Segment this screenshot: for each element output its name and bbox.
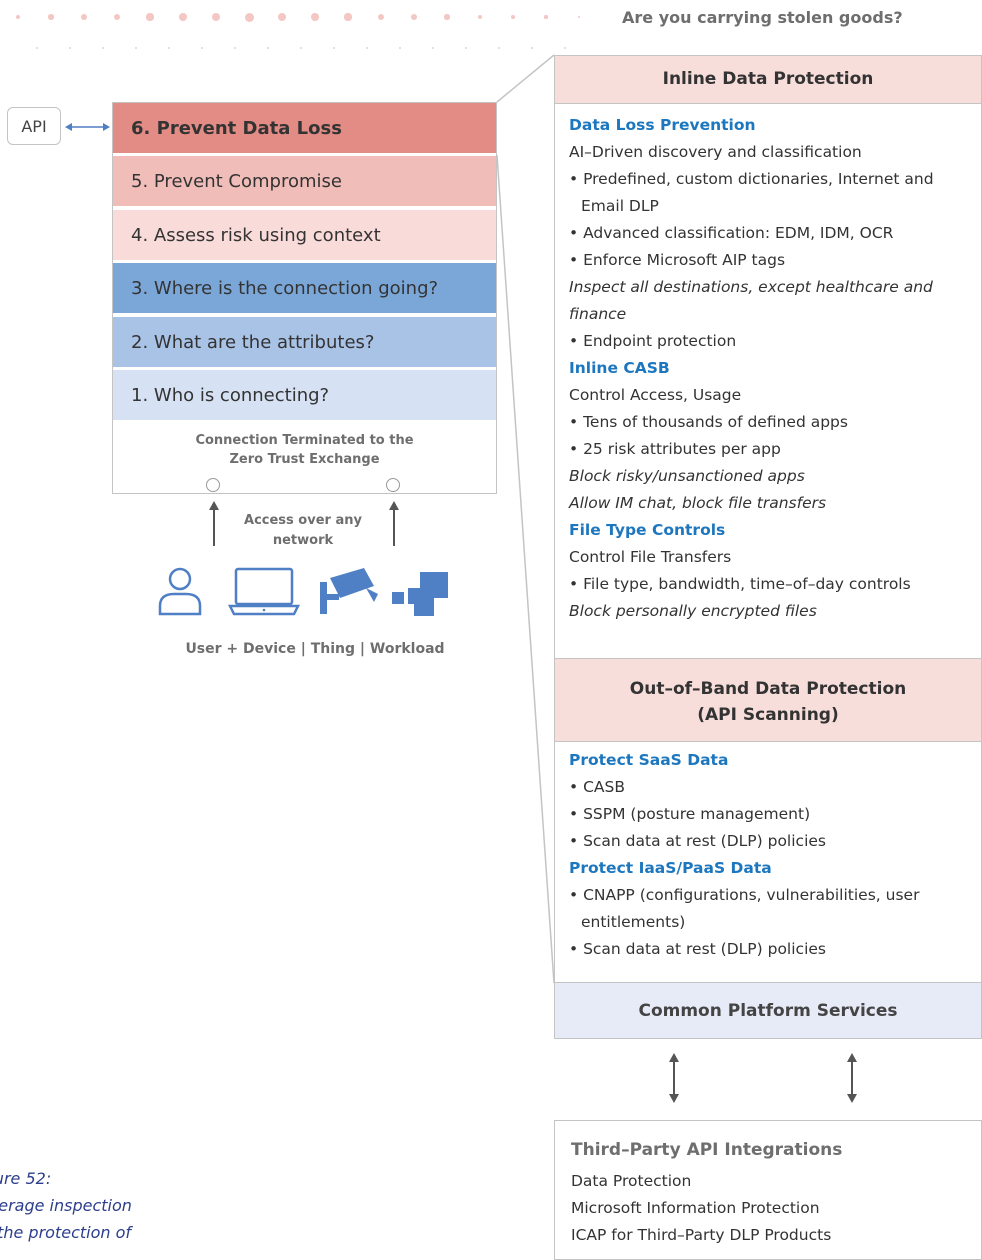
dlp-line: • Enforce Microsoft AIP tags (569, 251, 786, 269)
decorative-dot (234, 47, 236, 49)
third-party-item: Data Protection (571, 1172, 692, 1190)
decorative-dot (36, 47, 38, 49)
decorative-dot (344, 13, 352, 21)
workload-icon (392, 572, 448, 616)
decorative-dot (113, 13, 121, 21)
casb-line: Allow IM chat, block file transfers (569, 494, 827, 512)
layer-attributes: 2. What are the attributes? (113, 317, 496, 367)
casb-line: • 25 risk attributes per app (569, 440, 781, 458)
casb-line: Block risky/unsanctioned apps (569, 467, 805, 485)
decorative-dot (377, 13, 385, 21)
third-party-item: Microsoft Information Protection (571, 1199, 820, 1217)
layer-prevent-compromise: 5. Prevent Compromise (113, 156, 496, 206)
decorative-dot (577, 15, 581, 19)
third-party-list: Data Protection Microsoft Information Pr… (571, 1168, 831, 1249)
user-icon (158, 567, 202, 616)
decorative-dot (531, 47, 533, 49)
decorative-dot (477, 14, 483, 20)
common-platform-services: Common Platform Services (554, 983, 982, 1039)
up-arrow-right-icon (389, 501, 399, 546)
bidirectional-arrow-right-icon (847, 1053, 857, 1103)
file-type-line: Block personally encrypted files (569, 602, 817, 620)
file-type-line: • File type, bandwidth, time–of–day cont… (569, 575, 911, 593)
connector-circle-right (386, 478, 400, 492)
inline-data-protection-content: Data Loss Prevention AI–Driven discovery… (569, 112, 975, 625)
api-double-arrow-icon (65, 123, 110, 131)
out-of-band-header: Out–of–Band Data Protection(API Scanning… (555, 658, 981, 742)
bidirectional-arrow-left-icon (669, 1053, 679, 1103)
iaas-heading: Protect IaaS/PaaS Data (569, 859, 772, 877)
security-layer-stack: 6. Prevent Data Loss 5. Prevent Compromi… (112, 102, 497, 494)
casb-line: Control Access, Usage (569, 386, 742, 404)
data-protection-panel: Inline Data Protection Data Loss Prevent… (554, 55, 982, 983)
iaas-line: • Scan data at rest (DLP) policies (569, 940, 826, 958)
decorative-dot (277, 12, 287, 22)
decorative-dot (211, 12, 221, 22)
dlp-heading: Data Loss Prevention (569, 116, 756, 134)
dlp-line: • Predefined, custom dictionaries, Inter… (569, 170, 934, 215)
decorative-dot (15, 14, 21, 20)
up-arrow-left-icon (209, 501, 219, 546)
decorative-dot (69, 47, 71, 49)
decorative-dot (146, 13, 154, 21)
dlp-line: • Endpoint protection (569, 332, 737, 350)
decorative-dot (333, 47, 335, 49)
security-camera-icon (320, 568, 378, 614)
decorative-dot (498, 47, 500, 49)
decorative-dot (544, 15, 548, 19)
decorative-dot (300, 47, 302, 49)
third-party-item: ICAP for Third–Party DLP Products (571, 1226, 832, 1244)
decorative-dot (201, 47, 203, 49)
third-party-integrations-box: Third–Party API Integrations Data Protec… (554, 1120, 982, 1260)
saas-line: • CASB (569, 778, 625, 796)
layer-who-is-connecting: 1. Who is connecting? (113, 370, 496, 420)
decorative-dot (267, 47, 269, 49)
page-title: Are you carrying stolen goods? (622, 8, 903, 27)
decorative-dot (366, 47, 368, 49)
decorative-dot (102, 47, 104, 49)
saas-line: • SSPM (posture management) (569, 805, 811, 823)
layer-prevent-data-loss: 6. Prevent Data Loss (113, 103, 496, 153)
devices-caption: User + Device | Thing | Workload (185, 641, 445, 657)
dlp-line: Inspect all destinations, except healthc… (569, 278, 933, 323)
api-box: API (7, 107, 61, 145)
connector-circle-left (206, 478, 220, 492)
inline-casb-heading: Inline CASB (569, 359, 670, 377)
file-type-line: Control File Transfers (569, 548, 732, 566)
saas-heading: Protect SaaS Data (569, 751, 729, 769)
decorative-dot (399, 47, 401, 49)
decorative-dot (48, 14, 54, 20)
iaas-line: • CNAPP (configurations, vulnerabilities… (569, 886, 920, 931)
out-of-band-content: Protect SaaS Data • CASB • SSPM (posture… (569, 747, 975, 963)
decorative-dot (511, 15, 515, 19)
laptop-icon (228, 567, 301, 616)
decorative-dot (311, 13, 319, 21)
casb-line: • Tens of thousands of defined apps (569, 413, 848, 431)
decorative-dot (465, 47, 467, 49)
decorative-dot (179, 13, 187, 21)
layer-connection-destination: 3. Where is the connection going? (113, 263, 496, 313)
decorative-dot (432, 47, 434, 49)
decorative-dot (81, 14, 87, 20)
decorative-dot (411, 14, 417, 20)
decorative-dot (135, 47, 137, 49)
decorative-dot (244, 12, 254, 22)
dlp-line: • Advanced classification: EDM, IDM, OCR (569, 224, 894, 242)
decorative-dot (168, 47, 170, 49)
layer-assess-risk: 4. Assess risk using context (113, 210, 496, 260)
saas-line: • Scan data at rest (DLP) policies (569, 832, 826, 850)
third-party-title: Third–Party API Integrations (571, 1140, 843, 1160)
decorative-dot (564, 47, 566, 49)
inline-data-protection-header: Inline Data Protection (555, 56, 981, 104)
dlp-line: AI–Driven discovery and classification (569, 143, 862, 161)
decorative-dot (444, 14, 450, 20)
file-type-controls-heading: File Type Controls (569, 521, 726, 539)
figure-caption: Figure 52: Leverage inspection for the p… (0, 1169, 132, 1242)
